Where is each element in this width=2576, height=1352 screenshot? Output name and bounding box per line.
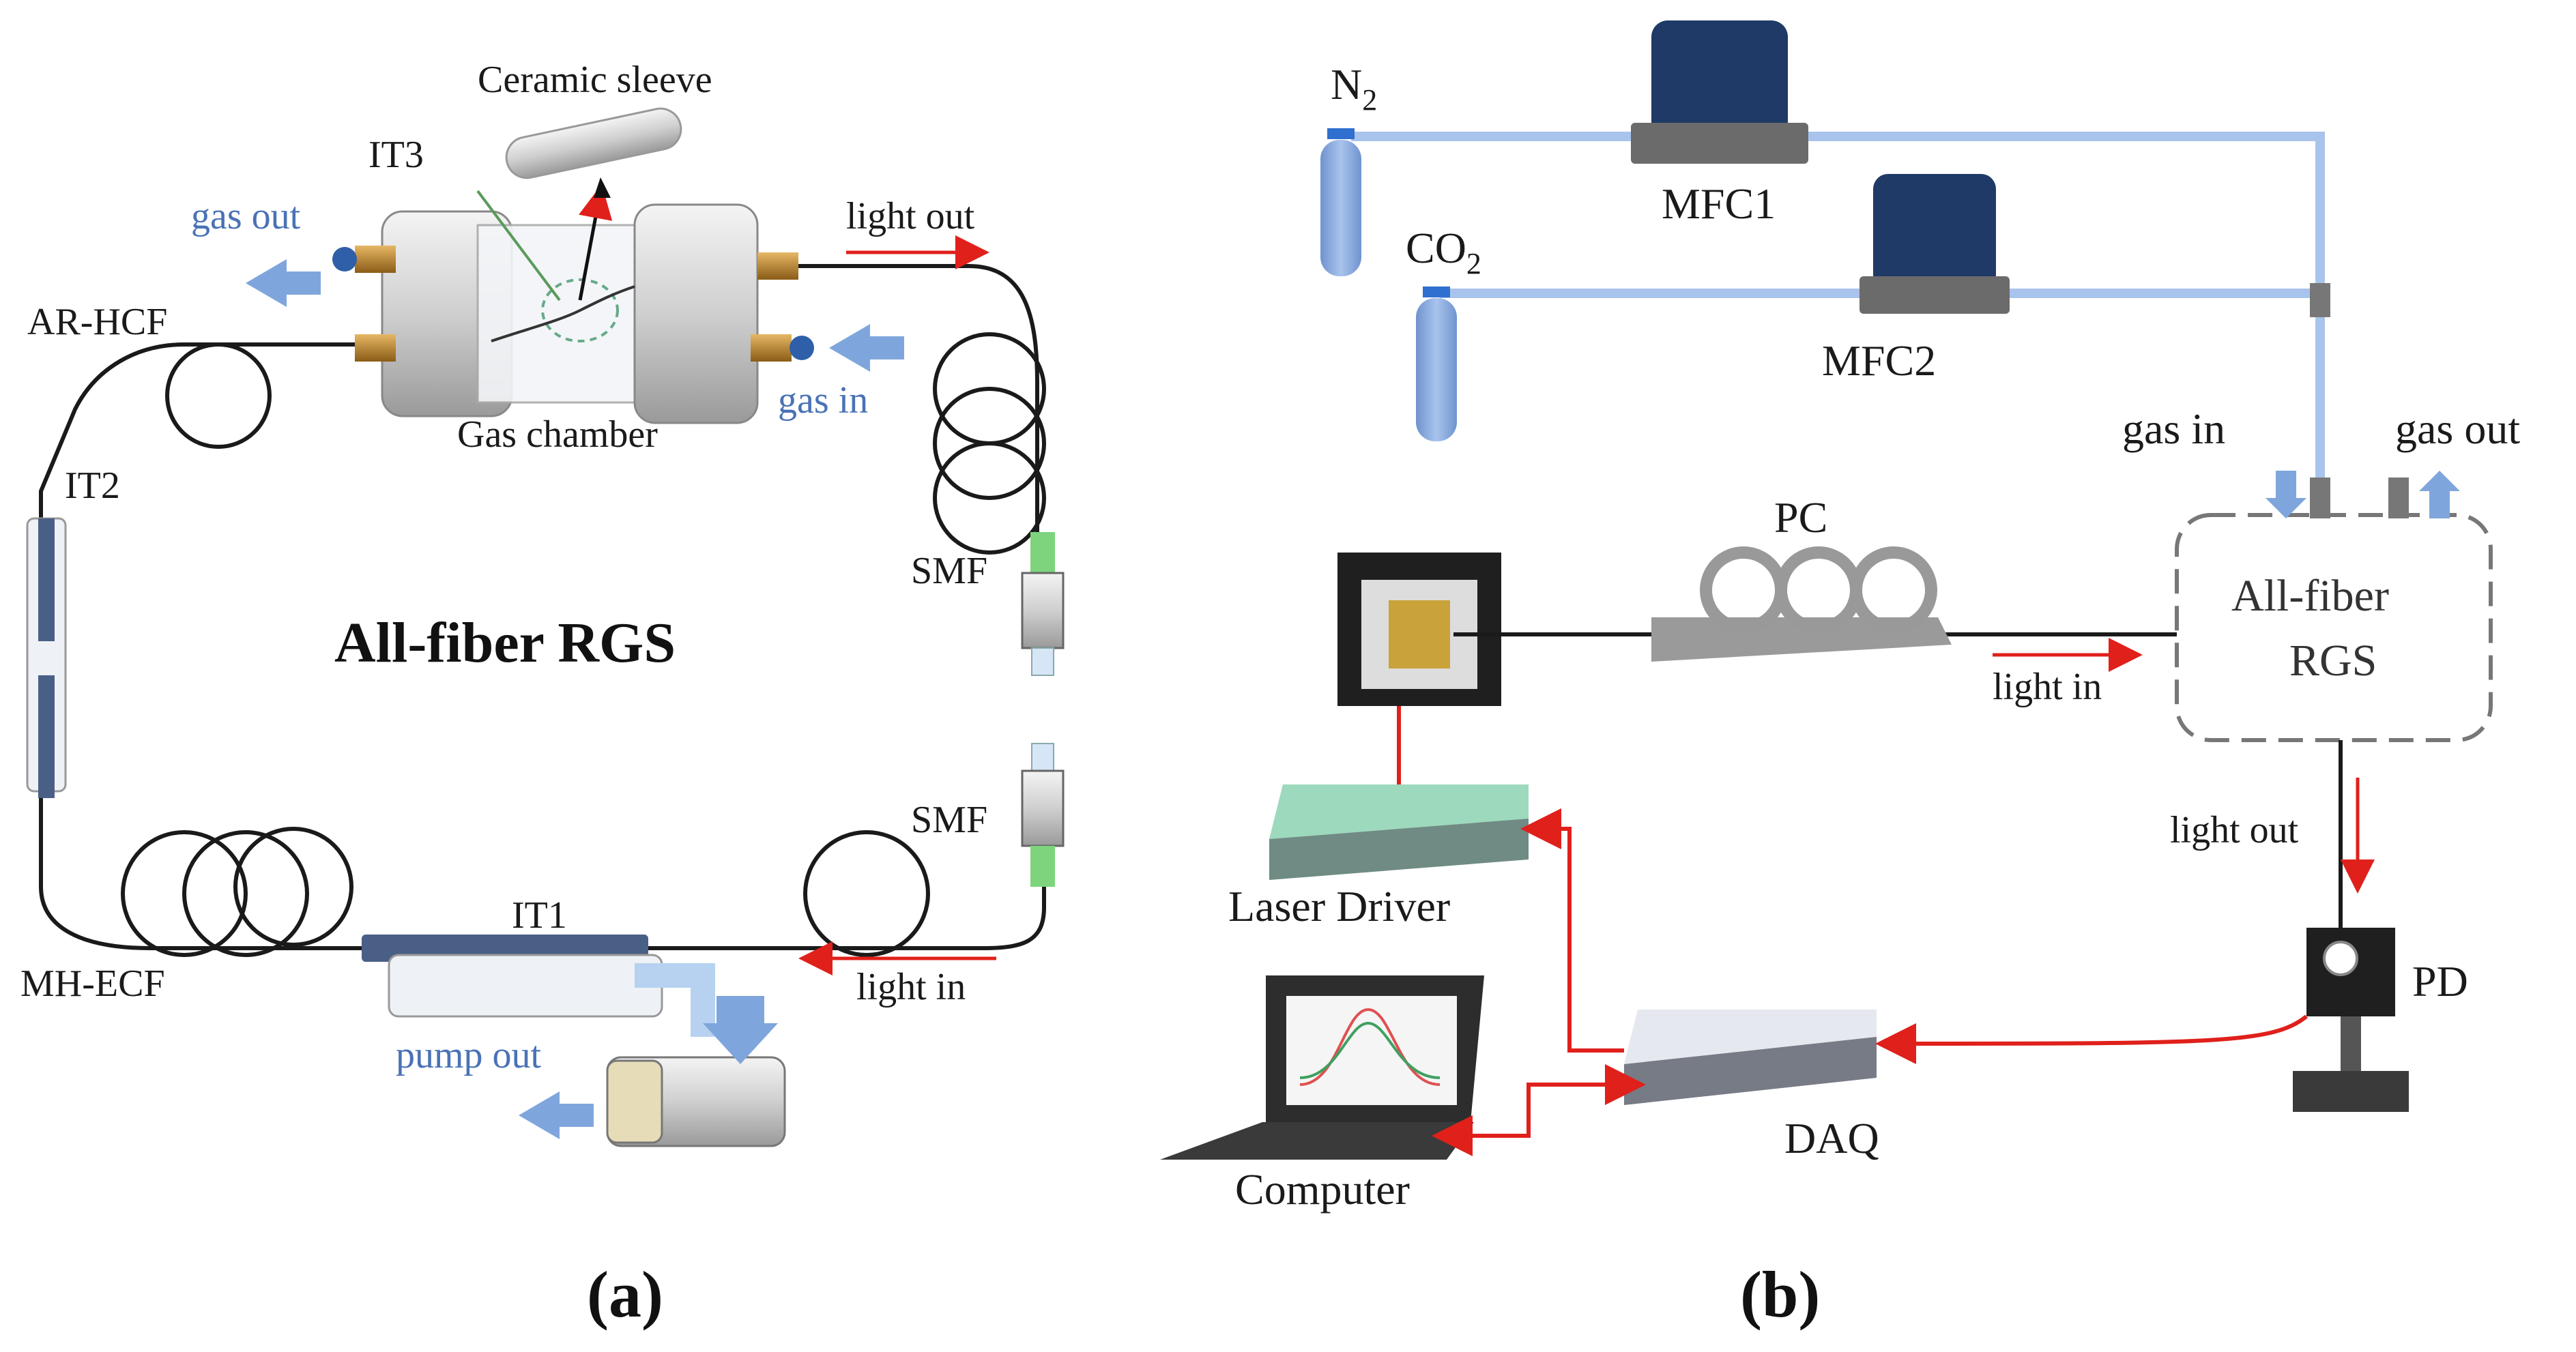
daq: [1624, 1010, 1877, 1105]
gas-out-arrow-icon: [246, 259, 321, 307]
gas-chamber: [332, 177, 814, 424]
label-co2-main: CO: [1406, 224, 1466, 272]
label-smf-top: SMF: [911, 550, 987, 592]
n2-bottle: [1320, 128, 1361, 276]
label-gas-chamber: Gas chamber: [457, 413, 658, 456]
label-light-in-b: light in: [1993, 666, 2102, 708]
label-rgs-line2: fiber: [2304, 571, 2389, 621]
label-mfc2: MFC2: [1822, 336, 1936, 385]
label-ar-hcf: AR-HCF: [27, 301, 167, 343]
signal-lines: [1397, 706, 2308, 1156]
it2-tube: [26, 517, 67, 798]
laser-driver: [1269, 784, 1529, 880]
fiber-right-bottom: [628, 839, 1046, 950]
smf-connector-bottom: [1021, 743, 1065, 887]
polarization-controller: [1651, 546, 1952, 662]
label-pump-out: pump out: [396, 1034, 542, 1076]
panel-a-title: All-fiber RGS: [334, 611, 676, 675]
label-n2: N2: [1331, 60, 1377, 117]
gas-tee: [2310, 283, 2330, 317]
label-rgs-line3: RGS: [2289, 636, 2377, 686]
gas-out-up-arrow-icon: [2419, 471, 2460, 518]
label-co2: CO2: [1406, 224, 1481, 280]
label-ceramic-sleeve: Ceramic sleeve: [478, 59, 712, 101]
it1-tube: [362, 935, 715, 1037]
photodetector: [2293, 928, 2409, 1112]
panel-b-caption: (b): [1740, 1258, 1820, 1331]
smf-bottom-coil: [803, 830, 930, 957]
gas-in-down-arrow-icon: [2266, 471, 2306, 518]
panel-b: N2 CO2 MFC1 MFC2 gas in gas out PC All-f…: [1160, 20, 2520, 1331]
label-n2-sub: 2: [1362, 83, 1377, 117]
label-pd: PD: [2412, 957, 2468, 1005]
co2-bottle: [1416, 286, 1457, 441]
label-it1: IT1: [512, 894, 567, 937]
label-light-out-a: light out: [846, 195, 975, 237]
label-computer: Computer: [1235, 1165, 1410, 1214]
ar-hcf-coil: [165, 342, 272, 449]
panel-a-caption: (a): [587, 1258, 663, 1331]
pump: [606, 1056, 786, 1147]
label-pc: PC: [1774, 493, 1827, 542]
label-co2-sub: 2: [1466, 247, 1481, 280]
mh-ecf-coils: [121, 827, 353, 957]
laser-source: [1337, 553, 1501, 706]
label-gas-out-a: gas out: [191, 195, 301, 237]
smf-connector-top: [1021, 532, 1065, 676]
smf-top-coils: [933, 332, 1046, 555]
panel-a: Ceramic sleeve IT3 gas out AR-HCF light …: [20, 59, 1065, 1331]
label-rgs: All-fiber: [2231, 571, 2389, 621]
ceramic-sleeve: [505, 107, 682, 179]
label-smf-bottom: SMF: [911, 799, 987, 841]
label-n2-main: N: [1331, 60, 1362, 108]
mfc2: [1859, 174, 2010, 314]
label-mfc1: MFC1: [1662, 179, 1776, 228]
rgs-box: [2175, 513, 2493, 742]
label-gas-out-b: gas out: [2395, 405, 2520, 453]
label-gas-in-a: gas in: [778, 379, 868, 422]
blue-arrows-a: [246, 259, 904, 1139]
label-daq: DAQ: [1784, 1114, 1879, 1162]
computer: [1160, 975, 1484, 1160]
label-light-out-b: light out: [2170, 809, 2299, 851]
label-laser-driver: Laser Driver: [1228, 882, 1450, 930]
label-it3: IT3: [368, 134, 424, 176]
label-it2: IT2: [65, 465, 120, 507]
label-light-in-a: light in: [856, 966, 966, 1008]
fiber-loop-left: [39, 342, 382, 950]
label-rgs-line1: All-: [2231, 571, 2304, 621]
pump-out-arrow-icon: [519, 1091, 594, 1139]
mfc1: [1631, 20, 1808, 164]
label-gas-in-b: gas in: [2122, 405, 2225, 453]
pump-down-arrow-icon: [703, 996, 778, 1064]
label-mh-ecf: MH-ECF: [20, 962, 165, 1005]
gas-in-arrow-icon: [829, 324, 904, 372]
